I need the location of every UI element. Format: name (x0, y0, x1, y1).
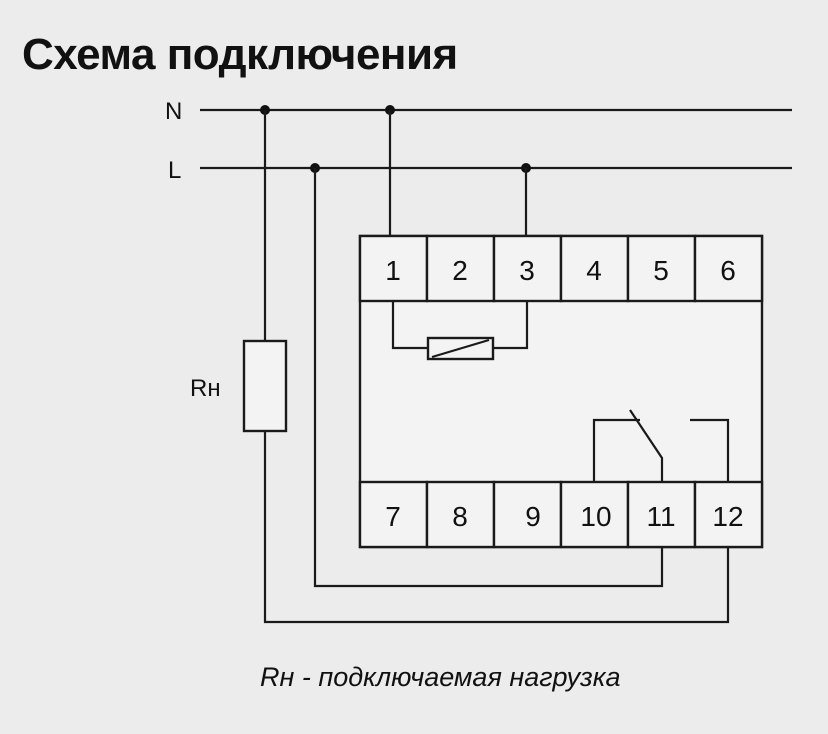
load-label: Rн (190, 375, 221, 402)
terminal-6: 6 (720, 255, 736, 286)
terminal-3: 3 (519, 255, 535, 286)
relay-contact-switch (629, 409, 664, 482)
wire-load-to-terminal-12 (263, 431, 730, 624)
coil-wire (493, 301, 529, 350)
terminal-5: 5 (653, 255, 669, 286)
bottom-terminal-block: 7 8 9 10 11 12 (358, 480, 764, 549)
terminal-7: 7 (385, 501, 401, 532)
terminal-1: 1 (385, 255, 401, 286)
contact-wire-12 (690, 418, 730, 482)
terminal-4: 4 (586, 255, 602, 286)
terminal-2: 2 (452, 255, 468, 286)
terminal-11: 11 (646, 501, 675, 532)
wire-l-to-terminal-11 (313, 168, 664, 588)
terminal-12: 12 (712, 501, 743, 532)
contact-wire-10 (592, 418, 640, 482)
terminal-8: 8 (452, 501, 468, 532)
terminal-9: 9 (525, 501, 541, 532)
coil-wire (391, 301, 428, 350)
top-terminal-block: 1 2 3 4 5 6 (358, 234, 764, 303)
neutral-line-label: N (165, 98, 182, 125)
legend-caption: Rн - подключаемая нагрузка (260, 662, 621, 692)
diagram-title: Схема подключения (22, 30, 458, 79)
load-resistor (242, 339, 288, 433)
phase-line-label: L (168, 157, 181, 184)
relay-coil-diagonal (431, 338, 490, 359)
terminal-10: 10 (580, 501, 611, 532)
